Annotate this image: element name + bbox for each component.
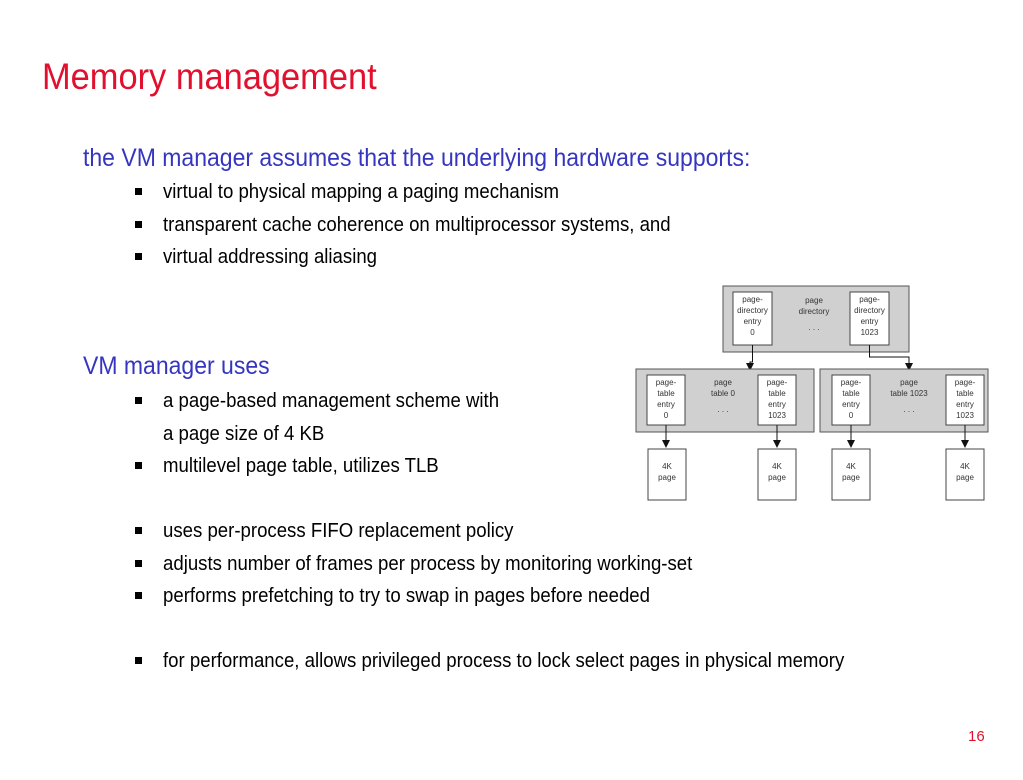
bullet-marker	[135, 657, 142, 664]
page-table-0: page- table entry 0 page table 0 . . . p…	[635, 368, 815, 433]
svg-text:page: page	[658, 473, 676, 482]
list-item: adjusts number of frames per process by …	[133, 548, 896, 581]
physical-page: 4K page	[647, 448, 687, 501]
directory-entry-last	[849, 291, 890, 346]
list-item: multilevel page table, utilizes TLB	[133, 450, 896, 483]
page-table-diagram: page- directory entry 0 page directory .…	[635, 285, 989, 501]
svg-text:entry: entry	[657, 400, 675, 409]
list-item: virtual addressing aliasing	[133, 241, 709, 274]
svg-text:entry: entry	[768, 400, 786, 409]
svg-text:0: 0	[664, 411, 669, 420]
svg-text:0: 0	[849, 411, 854, 420]
svg-text:page: page	[768, 473, 786, 482]
bullet-marker	[135, 559, 142, 567]
svg-text:page: page	[842, 473, 860, 482]
svg-text:entry: entry	[956, 400, 974, 409]
arrow-directory-to-table1023	[869, 345, 913, 371]
svg-text:entry: entry	[861, 317, 879, 326]
bullet-marker	[135, 462, 142, 469]
physical-page: 4K page	[757, 448, 797, 501]
svg-text:table: table	[768, 389, 786, 398]
svg-text:page-: page-	[742, 295, 763, 304]
svg-text:1023: 1023	[768, 411, 786, 420]
svg-text:table 1023: table 1023	[890, 389, 928, 398]
svg-text:0: 0	[750, 328, 755, 337]
list-item: uses per-process FIFO replacement policy	[133, 515, 896, 548]
svg-text:page-: page-	[656, 378, 677, 387]
section-heading-vm-manager: VM manager uses	[83, 352, 270, 380]
svg-text:4K: 4K	[960, 462, 970, 471]
svg-text:. . .: . . .	[717, 405, 728, 414]
svg-text:entry: entry	[842, 400, 860, 409]
svg-text:1023: 1023	[861, 328, 879, 337]
bullet-marker	[135, 220, 142, 228]
svg-text:page-: page-	[841, 378, 862, 387]
list-item: transparent cache coherence on multiproc…	[133, 209, 709, 242]
svg-text:4K: 4K	[846, 462, 856, 471]
svg-text:directory: directory	[737, 306, 768, 315]
svg-text:page: page	[956, 473, 974, 482]
page-number: 16	[968, 728, 985, 745]
svg-text:entry: entry	[744, 317, 762, 326]
svg-text:table: table	[956, 389, 974, 398]
svg-text:table 0: table 0	[711, 389, 736, 398]
list-item: performs prefetching to try to swap in p…	[133, 580, 896, 613]
list-item: virtual to physical mapping a paging mec…	[133, 176, 709, 209]
section-heading-hardware: the VM manager assumes that the underlyi…	[83, 144, 751, 172]
bullet-marker	[135, 188, 142, 195]
svg-text:1023: 1023	[956, 411, 974, 420]
directory-label: page	[805, 296, 823, 305]
bullet-marker	[135, 397, 142, 404]
svg-text:4K: 4K	[772, 462, 782, 471]
slide-title: Memory management	[42, 56, 377, 97]
svg-text:page-: page-	[859, 295, 880, 304]
physical-page: 4K page	[831, 448, 871, 501]
svg-text:4K: 4K	[662, 462, 672, 471]
svg-text:directory: directory	[799, 307, 830, 316]
svg-text:table: table	[657, 389, 675, 398]
svg-text:page: page	[900, 378, 918, 387]
bullet-list-hardware: virtual to physical mapping a paging mec…	[133, 176, 709, 274]
page-table-1023: page- table entry 0 page table 1023 . . …	[819, 368, 989, 433]
svg-text:table: table	[842, 389, 860, 398]
svg-text:page: page	[714, 378, 732, 387]
list-spacer	[133, 613, 896, 646]
svg-text:page-: page-	[955, 378, 976, 387]
page-directory: page- directory entry 0 page directory .…	[722, 285, 910, 353]
svg-text:page-: page-	[767, 378, 788, 387]
physical-page: 4K page	[945, 448, 985, 501]
bullet-marker	[135, 253, 142, 260]
arrow-directory-to-table0	[746, 345, 754, 371]
bullet-marker	[135, 527, 142, 534]
directory-entry-first	[732, 291, 773, 346]
directory-ellipsis: . . .	[808, 323, 819, 332]
svg-text:directory: directory	[854, 306, 885, 315]
bullet-marker	[135, 592, 142, 599]
svg-text:. . .: . . .	[903, 405, 914, 414]
list-item: for performance, allows privileged proce…	[133, 645, 896, 678]
